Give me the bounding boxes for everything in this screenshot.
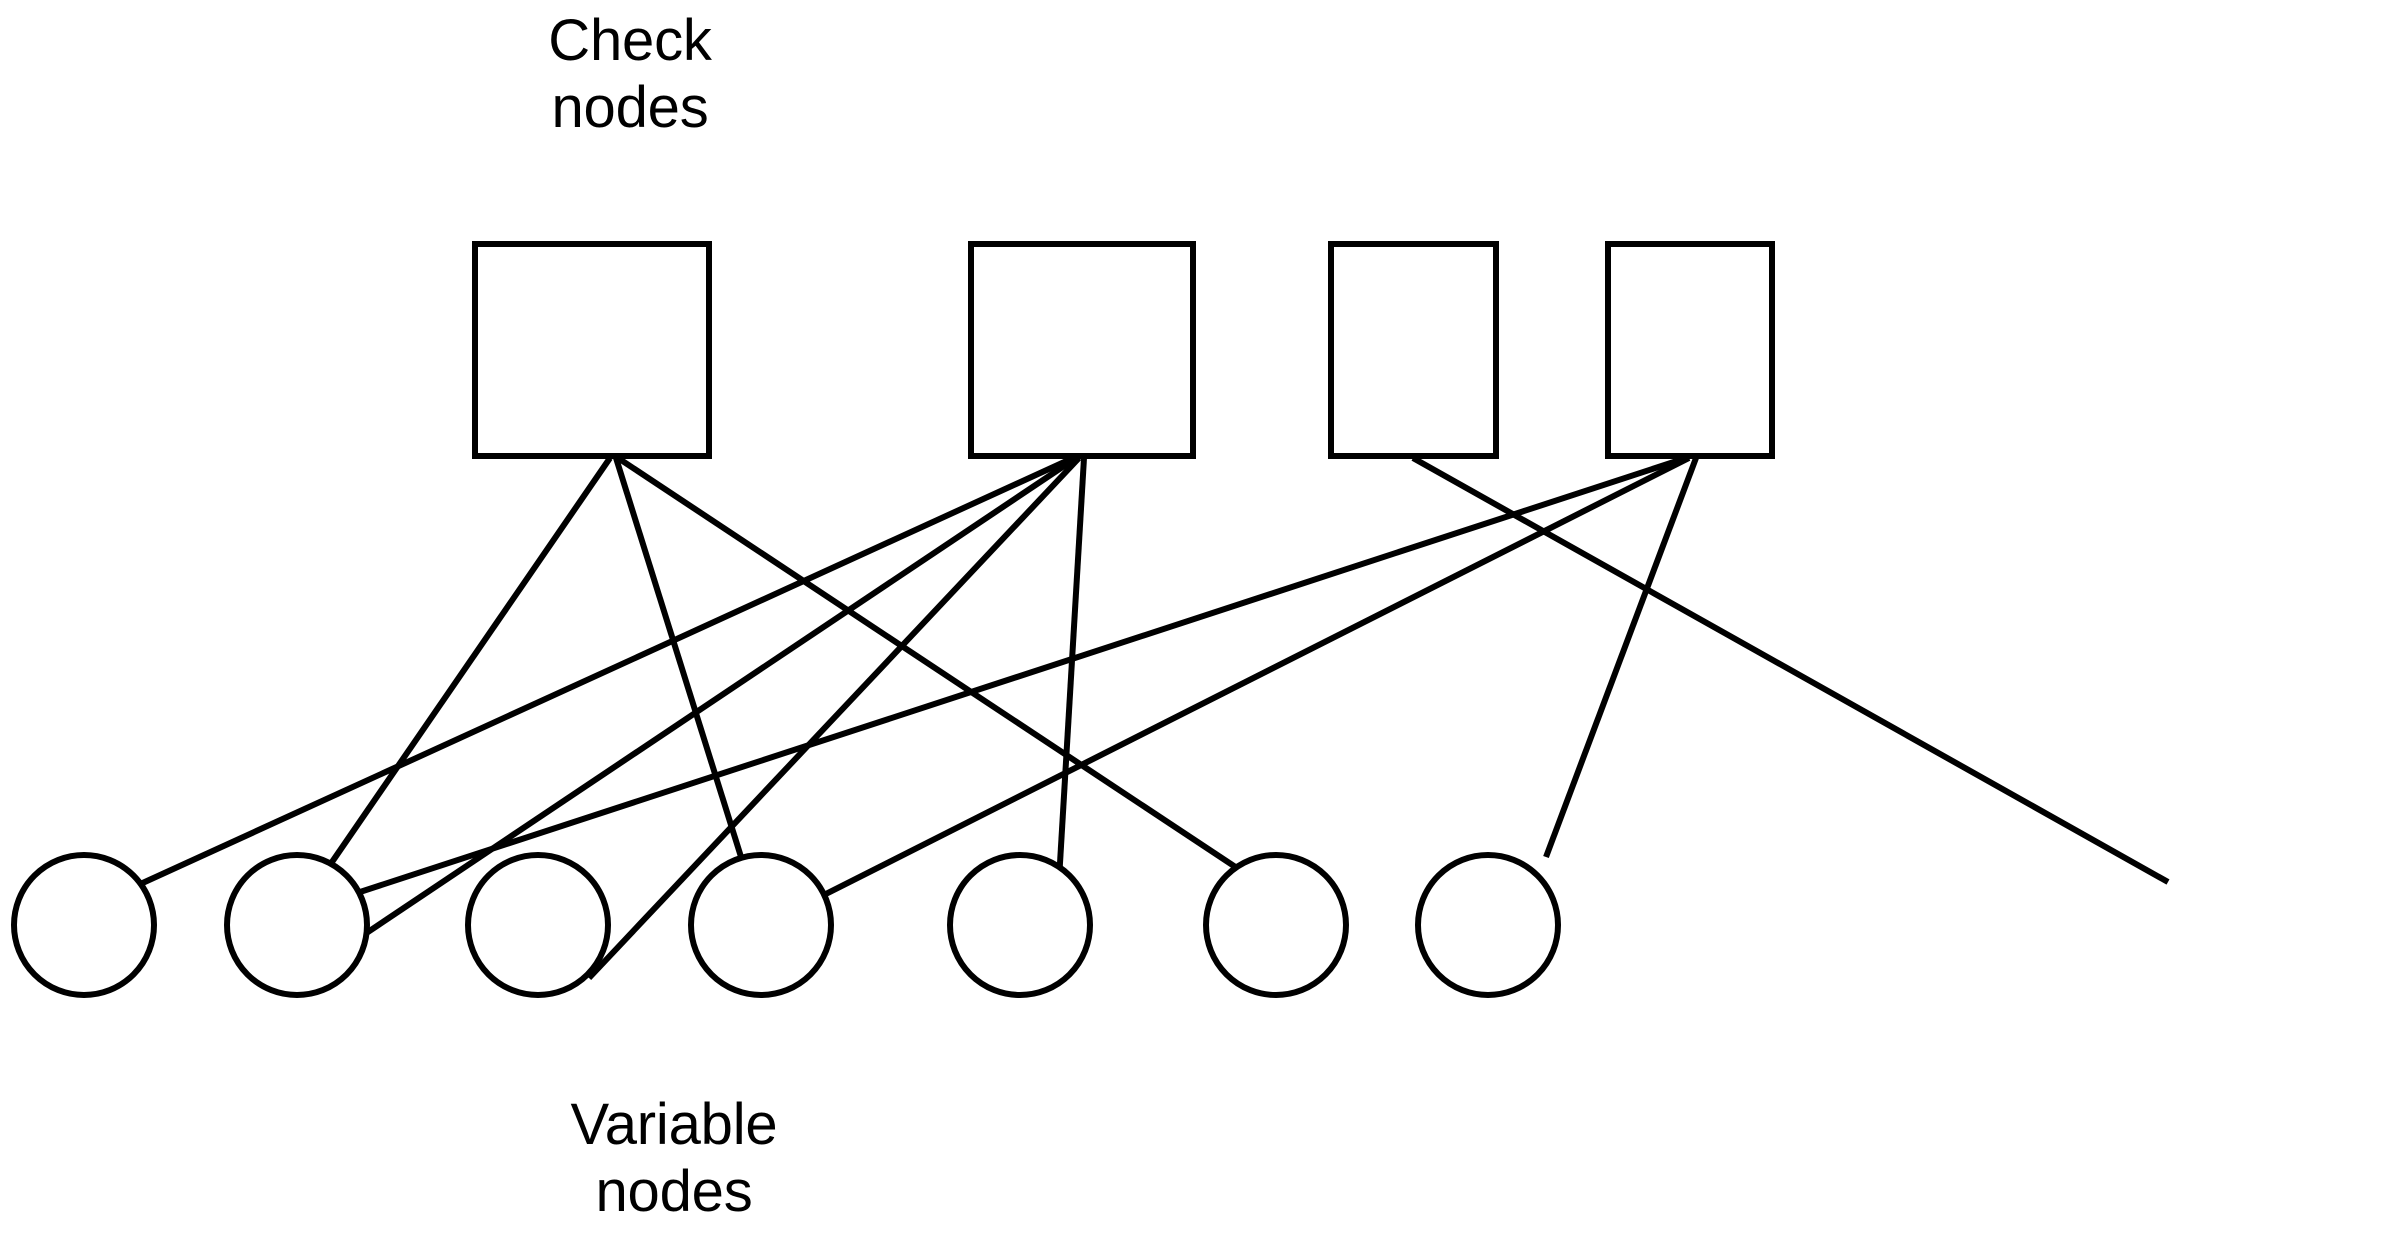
variable-node-4[interactable] [688, 852, 834, 998]
check-node-4[interactable] [1605, 241, 1775, 459]
variable-node-2[interactable] [224, 852, 370, 998]
variable-node-5[interactable] [947, 852, 1093, 998]
check-node-2[interactable] [968, 241, 1196, 459]
edge-c1-v6 [616, 455, 1245, 875]
variable-node-3[interactable] [465, 852, 611, 998]
edge-c4-v4 [808, 455, 1691, 905]
edge-c2-v2 [348, 455, 1078, 947]
edge-c2-v3 [586, 455, 1082, 981]
check-node-3[interactable] [1328, 241, 1499, 459]
edge-c4-v6 [1543, 456, 1699, 859]
variable-node-group [11, 852, 1561, 998]
edge-c3-v7 [1411, 455, 2170, 885]
check-node-1[interactable] [472, 241, 712, 459]
variable-node-1[interactable] [11, 852, 157, 998]
edge-c1-v4 [613, 457, 745, 861]
variable-nodes-label: Variable nodes [570, 1092, 778, 1224]
edge-c4-v2 [359, 455, 1687, 895]
variable-node-6[interactable] [1203, 852, 1349, 998]
edge-c1-v2 [329, 456, 613, 864]
variable-node-7[interactable] [1415, 852, 1561, 998]
check-node-group [472, 241, 1775, 459]
edge-c2-v1 [134, 455, 1075, 889]
check-nodes-label: Check nodes [548, 8, 712, 140]
edge-group [134, 455, 2170, 981]
edge-c2-v5 [1056, 457, 1087, 881]
